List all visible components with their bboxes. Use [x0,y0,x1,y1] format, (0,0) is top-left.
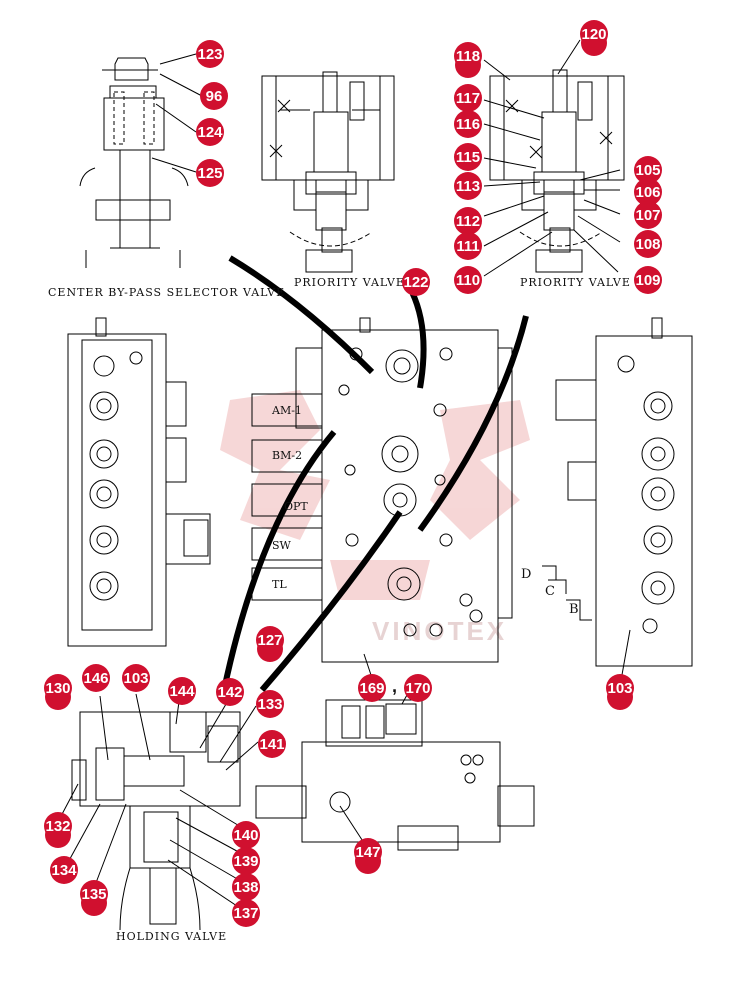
indicator-curves [221,255,529,692]
callout-badge: 111 [454,232,482,260]
callout-badge: 124 [196,118,224,146]
solenoid-label-sw: SW [272,539,291,552]
callout-badge: 133 [256,690,284,718]
callout-badge: 138 [232,873,260,901]
callout-badge: 113 [454,172,482,200]
solenoid-label-am1: AM-1 [272,404,302,417]
callout-badge: 110 [454,266,482,294]
holding-valve [71,711,241,931]
solenoid-label-bm2: BM-2 [272,449,303,462]
callout-badge: 103 [122,664,150,692]
priority-valve-right [489,69,625,273]
callout-badge: 120 [580,20,608,48]
main-control-valve-front [251,317,513,663]
callout-badge: 103 [606,674,634,702]
caption-center-bypass-selector-valve: CENTER BY-PASS SELECTOR VALVE [48,286,286,299]
callout-badge: 132 [44,812,72,840]
solenoid-label-opt: OPT [284,500,308,513]
callout-badge: 142 [216,678,244,706]
callout-badge: 130 [44,674,72,702]
leader-lines [59,39,631,913]
callout-badge: 123 [196,40,224,68]
view-letter-d: D [521,567,532,582]
callout-badge: 105 [634,156,662,184]
callout-badge: 122 [402,268,430,296]
callout-badge: 170 [404,674,432,702]
callout-badge: 147 [354,838,382,866]
priority-valve-left [261,71,395,273]
callout-badge: 96 [200,82,228,110]
caption-priority-valve-right: PRIORITY VALVE [520,276,631,289]
callout-badge: 115 [454,143,482,171]
callout-badge: 134 [50,856,78,884]
callout-badge: 109 [634,266,662,294]
callout-badge: 146 [82,664,110,692]
callout-badge: 139 [232,847,260,875]
caption-priority-valve-left: PRIORITY VALVE [294,276,405,289]
valve-side-view-left [67,317,211,647]
view-letter-c: C [545,584,555,599]
callout-badge: 117 [454,84,482,112]
callout-badge: 125 [196,159,224,187]
callout-badge: 135 [80,880,108,908]
callout-badge: 112 [454,207,482,235]
callout-badge: 107 [634,201,662,229]
callout-badge: 140 [232,821,260,849]
callout-badge: 141 [258,730,286,758]
callout-badge: 144 [168,677,196,705]
callout-badge: 127 [256,626,284,654]
callout-badge: 118 [454,42,482,70]
center-bypass-selector-valve [79,57,189,268]
callout-badge: 116 [454,110,482,138]
callout-badge: 108 [634,230,662,258]
valve-block-bottom [255,699,535,851]
caption-holding-valve: HOLDING VALVE [116,930,228,943]
view-letter-b: B [569,602,579,617]
valve-side-view-right [542,317,693,667]
solenoid-label-tl: TL [272,578,287,591]
callout-badge: 169 [358,674,386,702]
callout-badge: 137 [232,899,260,927]
callout-separator: , [392,676,398,696]
